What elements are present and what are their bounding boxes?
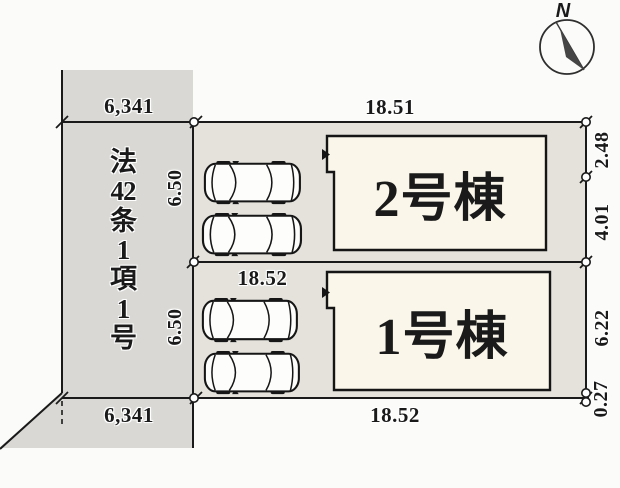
road-label-char: 号 bbox=[110, 323, 137, 354]
car-icon bbox=[203, 349, 300, 396]
dimension-road-width-bottom: 6,341 bbox=[104, 403, 154, 427]
road-label-char: 条 bbox=[110, 205, 137, 236]
building-1-entrance-icon bbox=[322, 287, 330, 298]
building-1-label: 1号棟 bbox=[375, 308, 509, 366]
road-label-char: 1 bbox=[116, 293, 130, 324]
building-2-label: 2号棟 bbox=[373, 170, 507, 228]
dimension-plot1-parking-depth: 6.50 bbox=[164, 308, 186, 346]
dimension-right-top: 2.48 bbox=[591, 131, 613, 169]
dimension-plot1-frontage-top: 18.52 bbox=[237, 266, 288, 290]
road-label-char: 42 bbox=[110, 176, 137, 207]
dimension-plot2-frontage: 18.51 bbox=[365, 95, 415, 119]
dimension-road-width-top: 6,341 bbox=[104, 94, 154, 118]
compass-north-label: N bbox=[555, 0, 571, 22]
road-label-char: 1 bbox=[116, 235, 130, 266]
building-2-outline bbox=[325, 134, 548, 252]
dimension-right-lower: 6.22 bbox=[591, 309, 613, 347]
road-designation-label: 法 42 条 1 項 1 号 bbox=[103, 147, 143, 354]
road-label-char: 項 bbox=[110, 264, 137, 295]
dimension-right-bottom: 0.27 bbox=[590, 380, 612, 418]
dimension-plot1-frontage-bottom: 18.52 bbox=[370, 403, 420, 427]
car-icon bbox=[201, 211, 303, 258]
boundary-lines bbox=[0, 70, 589, 450]
dimension-plot2-parking-depth: 6.50 bbox=[164, 169, 186, 207]
dimension-right-upper: 4.01 bbox=[591, 203, 613, 241]
vertex-markers bbox=[189, 117, 591, 407]
building-2-entrance-icon bbox=[322, 149, 330, 160]
building-1-outline bbox=[325, 270, 552, 392]
road-area bbox=[0, 70, 193, 448]
compass-icon bbox=[539, 19, 595, 75]
car-icon bbox=[201, 296, 298, 344]
road-label-char: 法 bbox=[110, 147, 137, 177]
car-icon bbox=[203, 159, 301, 206]
